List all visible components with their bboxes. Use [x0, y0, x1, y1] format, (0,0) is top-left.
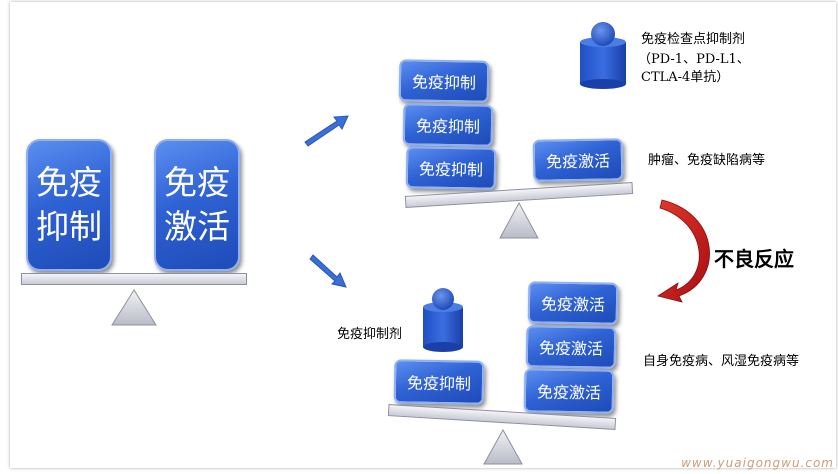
upper-outcome-label: 肿瘤、免疫缺陷病等: [648, 153, 766, 168]
lower-activation-block-3: 免疫激活: [523, 368, 615, 414]
arrow-up-right: [304, 115, 349, 147]
upper-suppression-block-1: 免疫抑制: [398, 59, 490, 103]
lower-suppression-block: 免疫抑制: [393, 359, 485, 405]
upper-drug-cylinder: [580, 22, 626, 89]
upper-drug-label-line3: CTLA-4单抗）: [641, 70, 730, 85]
upper-suppression-block-3: 免疫抑制: [405, 146, 497, 190]
left-immune-suppression-block: 免疫 抑制: [26, 139, 112, 271]
left-immune-activation-block: 免疫 激活: [154, 139, 240, 271]
upper-fulcrum: [499, 201, 539, 239]
lower-drug-cylinder: [423, 288, 463, 352]
lower-outcome-label: 自身免疫病、风湿免疫病等: [643, 354, 800, 369]
watermark-text: www.yuaigongwu.com: [681, 456, 834, 470]
lower-fulcrum: [483, 428, 523, 465]
upper-drug-label-line2: （PD-1、PD-L1、: [638, 52, 750, 67]
lower-activation-block-2: 免疫激活: [525, 325, 617, 369]
adverse-reaction-curved-arrow: [657, 199, 710, 303]
left-scale-beam: [21, 273, 247, 285]
adverse-reaction-label: 不良反应: [714, 247, 794, 271]
arrow-down-right: [309, 254, 347, 288]
upper-suppression-block-2: 免疫抑制: [402, 103, 494, 147]
left-fulcrum: [111, 289, 157, 326]
upper-activation-block: 免疫激活: [532, 138, 624, 182]
lower-activation-block-1: 免疫激活: [527, 281, 619, 325]
lower-drug-label: 免疫抑制剂: [337, 327, 403, 342]
upper-drug-label-line1: 免疫检查点抑制剂: [641, 32, 746, 47]
